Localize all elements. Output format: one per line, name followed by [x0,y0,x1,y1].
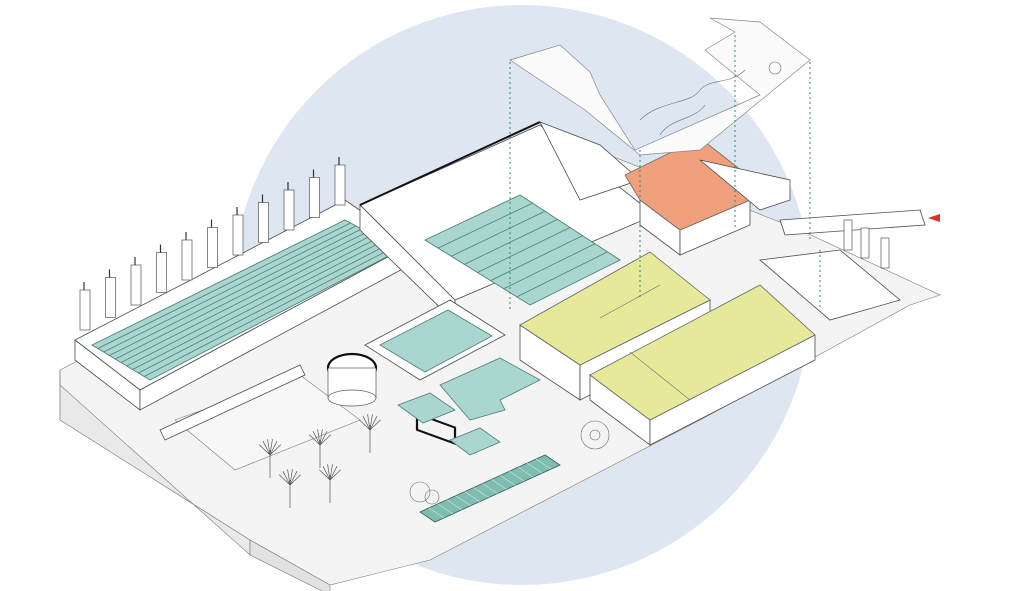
spa-division [500,475,516,486]
spa-division [464,491,480,502]
lane-line [103,225,357,353]
lane-line [144,246,395,377]
tree-branch [327,464,331,481]
tree-branch [289,470,298,486]
east-wing [699,159,926,321]
spa-division [535,458,552,470]
tree-branch [319,469,331,481]
lane-line [437,202,533,249]
tree-branch [289,474,301,486]
lane-line [115,231,368,360]
tree-branch [312,430,321,446]
indoor-lap-pool [415,194,621,446]
spa-division [518,466,534,478]
column [860,227,870,259]
lane-line [126,237,379,367]
teaching-pool [364,299,506,381]
column [334,164,346,206]
column [207,227,218,268]
projection-lines [509,35,821,310]
tree-branch [319,434,331,446]
column [156,252,167,293]
spa-division [455,495,471,506]
lane-line [503,243,596,290]
column [232,214,244,256]
spa-division [428,507,445,519]
column [258,202,269,243]
lane-line [516,251,608,298]
red-entrance-marker [928,214,940,222]
tree-branch [329,464,333,481]
small-pool-a [397,392,456,424]
lane-line [490,235,583,281]
tree-branch [329,465,338,481]
column [105,277,116,318]
tree-branch [282,470,291,486]
tree [279,469,301,508]
tree [319,464,341,503]
tree-branch [279,474,291,486]
spa-division [491,479,507,490]
yellow-roof-south [589,284,816,446]
tree-branch [329,469,341,481]
column [843,219,853,251]
tree-branch [269,439,273,456]
column [880,237,890,269]
lane-line [120,234,373,363]
tree-branch [369,414,373,431]
lane-line [451,210,546,257]
tree-branch [359,419,371,431]
tree-branch [369,419,381,431]
column [283,189,295,231]
spa-division [473,487,489,498]
lane-line [97,222,351,349]
garden-court [159,364,381,508]
tree [359,414,381,453]
lane-line [464,219,558,265]
column [130,264,142,306]
lane-line [477,227,571,273]
column [181,239,193,281]
spa-division [526,462,543,474]
orange-roof [624,137,761,256]
tree-branch [317,429,321,446]
tree-branch [289,469,293,486]
leisure-pool [439,357,541,421]
tree-branch [319,429,323,446]
tree [309,429,331,468]
tree-branch [367,414,371,431]
spa-division [437,503,454,515]
play-area [409,420,610,505]
lane-line [138,243,390,374]
spa-division [509,471,525,482]
tree-branch [369,415,378,431]
spa-division [446,499,462,511]
tree-branch [259,444,271,456]
hall-columns [79,157,346,331]
tree [259,439,281,478]
tree-branch [269,444,281,456]
rotunda [326,352,378,407]
tree-branch [287,469,291,486]
column [79,289,91,331]
tree-branch [267,439,271,456]
column [309,177,320,218]
tree-branch [362,415,371,431]
spa-strip [419,454,561,523]
spa-division [482,483,498,494]
small-pool-b [449,427,501,456]
tree-branch [309,434,321,446]
lane-line [132,240,384,370]
tree-branch [269,440,278,456]
tree-branch [322,465,331,481]
lane-line [109,228,362,356]
tree-branch [319,430,328,446]
outdoor-lap-pool [91,219,401,381]
tree-branch [262,440,271,456]
